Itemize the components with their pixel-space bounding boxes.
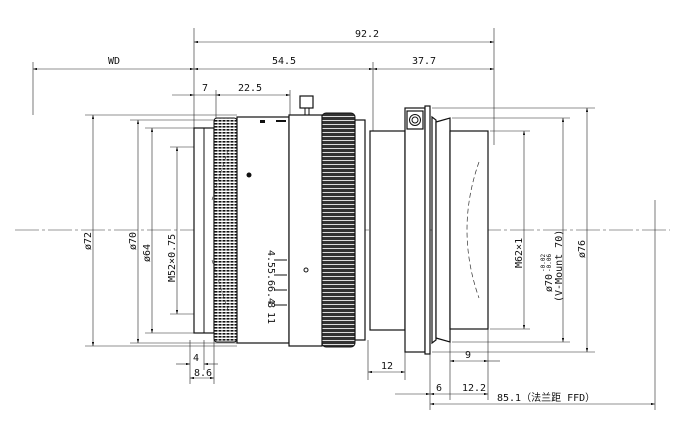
flange-plate — [424, 105, 431, 355]
dim-rear-protrusion: 12.2 — [462, 383, 486, 394]
f-stop-label: 4.5 — [265, 250, 276, 268]
dim-flange-focal-distance: 85.1（法兰距 FFD） — [497, 391, 595, 404]
aperture-ring — [288, 114, 323, 347]
rear-barrel — [369, 130, 406, 331]
extension-lines — [32, 28, 656, 410]
dim-focus-section: 22.5 — [238, 83, 262, 94]
dim-d72: ø72 — [83, 232, 94, 250]
dimension-lines — [33, 40, 655, 406]
dim-rear-thread-length: 9 — [465, 350, 471, 361]
dim-mount-tol-upper: -0.02 — [540, 254, 547, 272]
lens-body: 4.5 5.6 6.4 8 11 — [193, 95, 489, 355]
f-stop-label: 6.4 — [265, 286, 276, 304]
ring-step — [354, 119, 366, 341]
dim-front-depth: 8.6 — [194, 368, 212, 379]
dim-front-offset: 7 — [202, 83, 208, 94]
dim-front-step: 4 — [193, 353, 199, 364]
dim-d64: ø64 — [142, 244, 153, 262]
mount-ring — [435, 117, 451, 343]
dim-front-length: 54.5 — [272, 56, 296, 67]
dim-barrel-length: 12 — [381, 361, 393, 372]
dim-mount-diameter: ø70 — [544, 274, 555, 292]
dim-d70: ø70 — [128, 232, 139, 250]
dim-working-distance: WD — [108, 56, 120, 67]
dim-rear-length: 37.7 — [412, 56, 436, 67]
dim-filter-thread: M52×0.75 — [167, 234, 178, 282]
dim-overall-length: 92.2 — [355, 29, 379, 40]
mount-screw-icon — [409, 114, 421, 126]
f-stop-label: 11 — [265, 312, 276, 324]
dim-flange-step: 6 — [436, 383, 442, 394]
dimension-labels: 92.2 WD 54.5 37.7 7 22.5 4 8.6 12 9 6 12… — [83, 29, 595, 404]
dim-mount-name: (V-Mount 70) — [554, 230, 565, 302]
dim-d76: ø76 — [577, 240, 588, 258]
lens-barrel — [236, 116, 290, 344]
lock-screw-icon — [246, 172, 252, 178]
aperture-scale: 4.5 5.6 6.4 8 11 — [265, 250, 287, 324]
aperture-lock-knob — [299, 95, 314, 109]
f-stop-label: 8 — [265, 302, 276, 308]
knurled-ring — [321, 112, 356, 348]
dim-mount-tol-lower: -0.06 — [546, 254, 553, 272]
focus-ring — [213, 117, 238, 343]
index-mark — [303, 267, 309, 273]
dim-rear-thread: M62×1 — [514, 238, 525, 268]
mount-flange — [404, 107, 426, 353]
rear-thread — [449, 130, 489, 330]
f-stop-label: 5.6 — [265, 268, 276, 286]
rear-lens-element — [466, 161, 480, 299]
